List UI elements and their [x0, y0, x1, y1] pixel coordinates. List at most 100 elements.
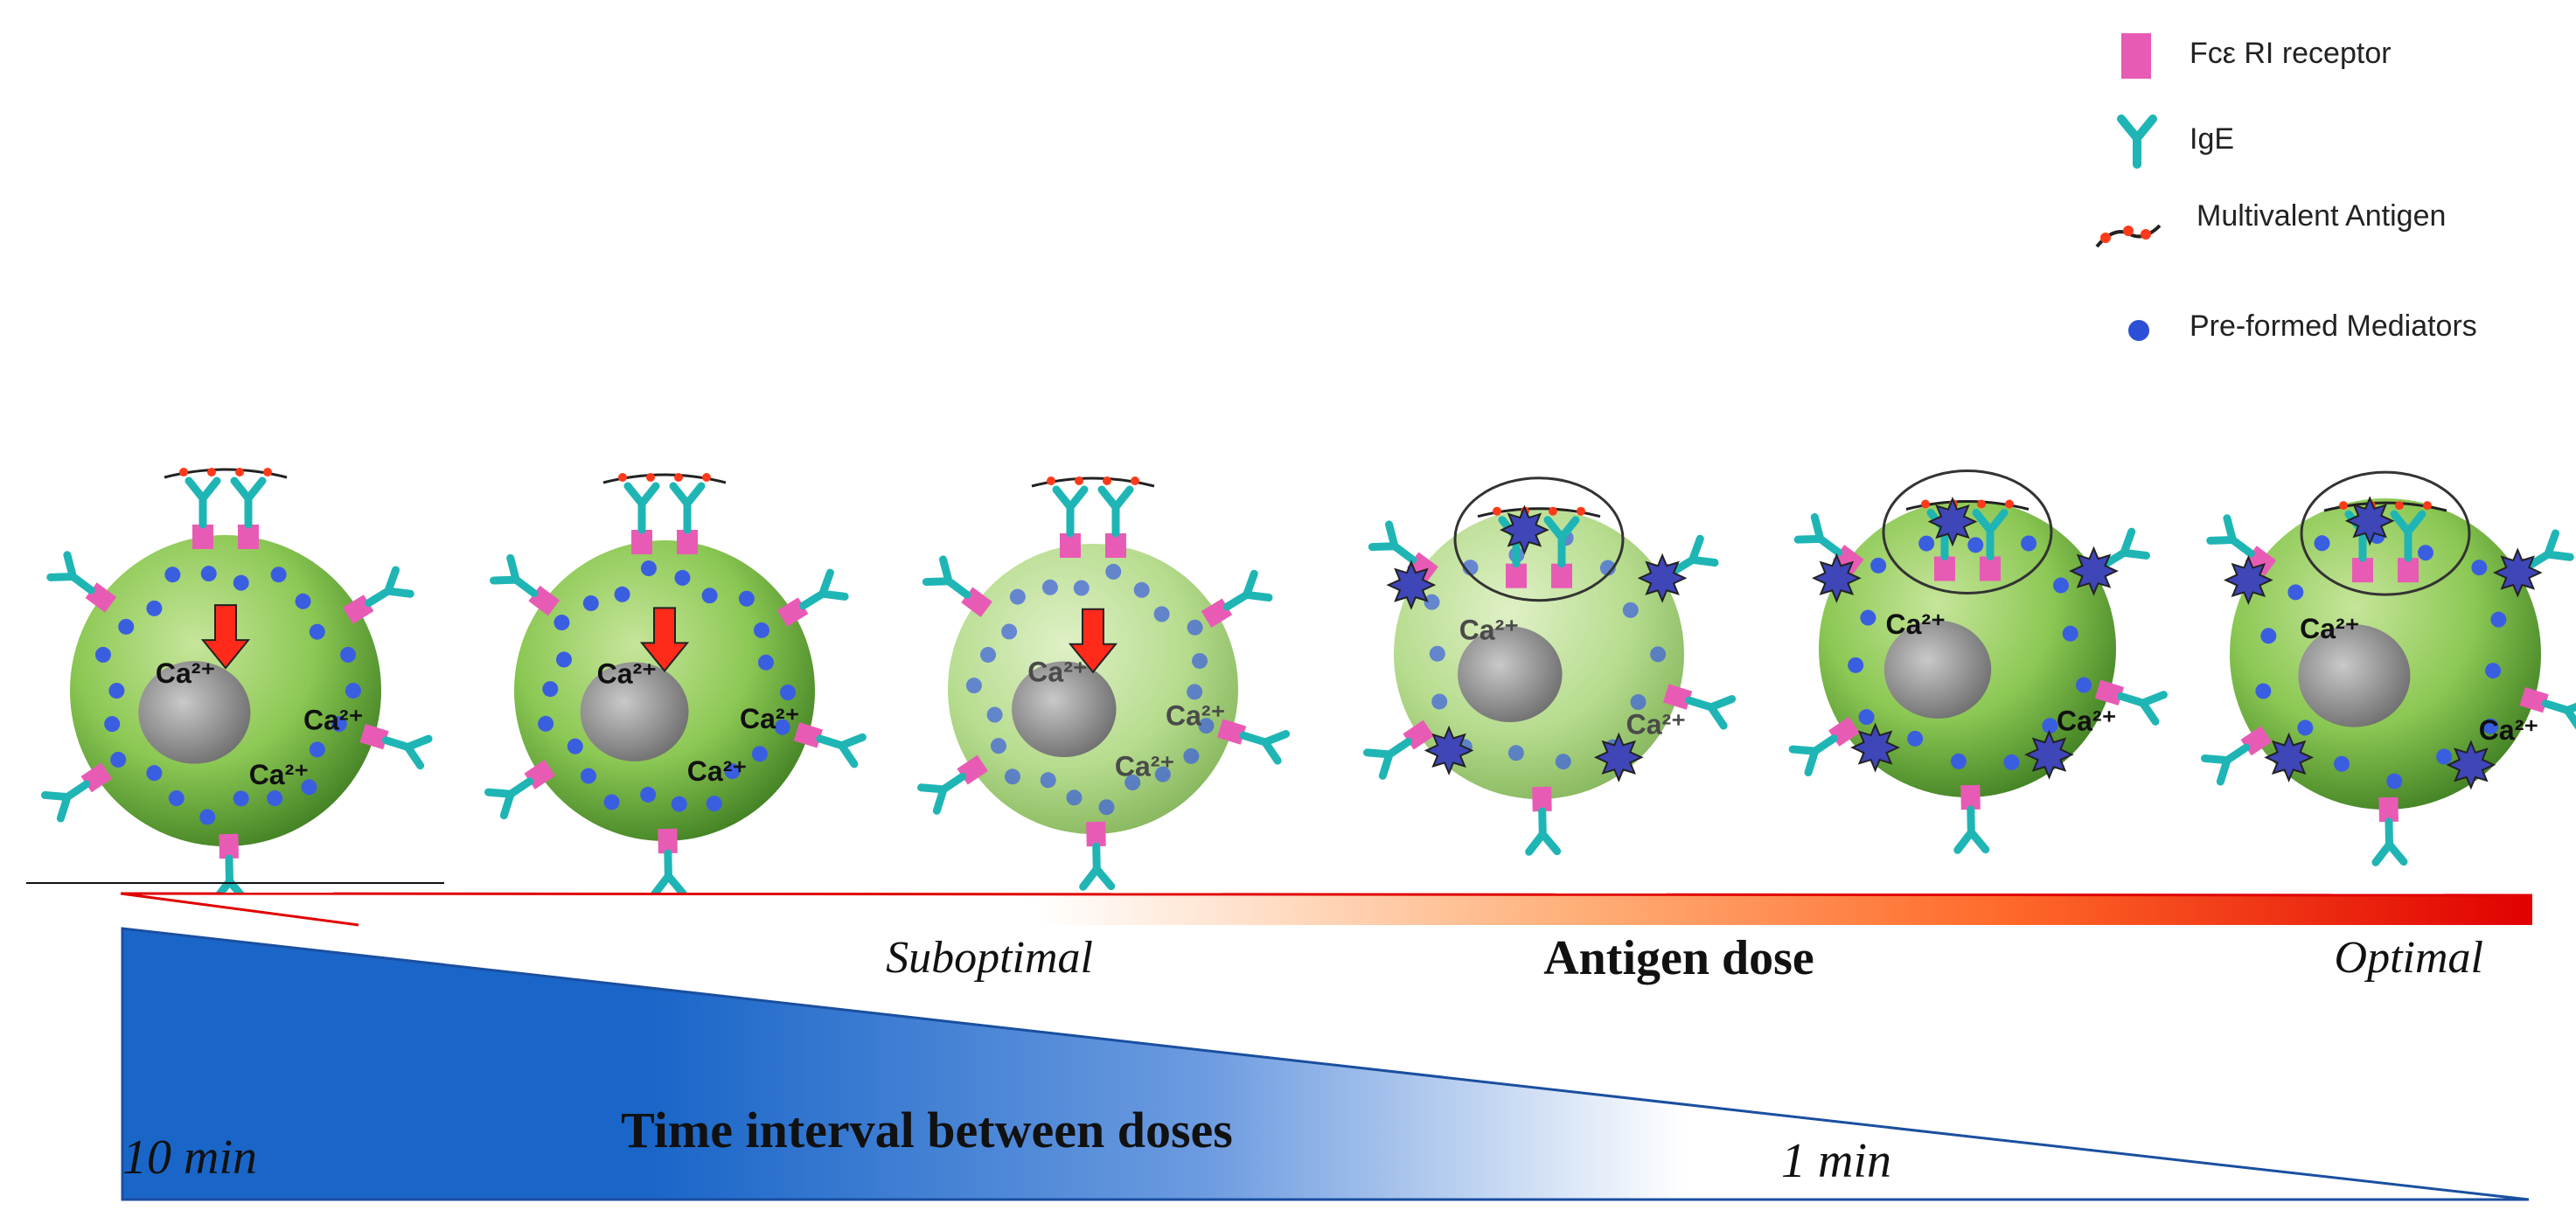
mediator-granule	[1918, 535, 1935, 552]
mediator-granule	[345, 683, 361, 699]
ige	[2524, 529, 2574, 571]
ige	[1793, 513, 1843, 557]
nucleus	[2298, 624, 2411, 727]
mediator-granule	[1073, 580, 1090, 596]
mediator-granule	[1860, 609, 1876, 626]
ige-receptor-pair	[1368, 520, 1438, 582]
ige	[2541, 698, 2576, 734]
ige	[1788, 734, 1838, 777]
nucleus	[580, 662, 689, 762]
mediator-granule	[965, 678, 982, 694]
mediator-granule	[2482, 718, 2499, 734]
ige-receptor-pair	[2371, 796, 2408, 866]
calcium-label: Ca²⁺	[303, 705, 363, 736]
ige	[1222, 569, 1273, 611]
mediator-granule	[706, 796, 722, 812]
ige	[46, 551, 95, 595]
calcium-label: Ca²⁺	[1115, 751, 1174, 782]
mediator-granule	[146, 600, 163, 616]
mediator-granule	[780, 685, 797, 701]
mast-cell-1: Ca²⁺Ca²⁺Ca²⁺	[41, 468, 433, 903]
mediator-granule	[1507, 745, 1524, 762]
ige-receptor-pair	[776, 568, 849, 627]
mediator-granule	[1967, 537, 1984, 553]
legend-receptor-label: Fcε RI receptor	[2190, 37, 2392, 70]
ige-receptor-pair	[1201, 569, 1273, 628]
mediator-granule	[751, 746, 768, 762]
mediator-granule	[1066, 789, 1083, 806]
mediator-granule	[980, 646, 997, 663]
degranulation-burst	[2346, 497, 2394, 545]
mast-cell-2: Ca²⁺Ca²⁺Ca²⁺	[484, 473, 867, 898]
ige	[484, 777, 534, 820]
antigen-dose-scale: Suboptimal Antigen dose Optimal	[26, 882, 2533, 985]
mediator-granule	[2287, 584, 2304, 601]
ige-receptor-pair	[343, 566, 414, 624]
ige	[365, 566, 414, 608]
mediator-granule	[542, 681, 559, 698]
mediator-granule	[553, 615, 570, 631]
mediator-granule	[580, 768, 596, 784]
legend-antigen-label: Multivalent Antigen	[2197, 199, 2446, 233]
ige-receptor-pair	[1953, 784, 1990, 854]
time-interval-wedge	[121, 927, 2530, 1201]
crosslinked-receptors	[2300, 470, 2471, 596]
crosslinked-receptors	[164, 468, 288, 549]
ige-receptor-pair	[46, 551, 117, 613]
ige-receptor-pair	[41, 762, 113, 823]
mast-cell-3: Ca²⁺Ca²⁺Ca²⁺	[916, 476, 1291, 891]
ige	[2117, 691, 2168, 726]
ige	[1953, 805, 1990, 854]
ige-receptor-pair	[1788, 716, 1860, 777]
mediator-granule	[1870, 557, 1887, 574]
ige-receptor-pair	[1079, 821, 1116, 891]
ige	[799, 568, 849, 610]
receptor	[1216, 719, 1247, 745]
mediator-granule	[295, 593, 311, 609]
ige	[1368, 520, 1417, 564]
mediator-granule	[110, 751, 127, 768]
crosslinked-receptors	[1031, 476, 1155, 558]
mediator-granule	[1153, 606, 1170, 622]
ige-receptor-pair	[490, 553, 560, 616]
nucleus	[1012, 661, 1117, 758]
mediator-granule	[2260, 628, 2277, 644]
nucleus	[138, 661, 251, 764]
crosslink-highlight	[2300, 470, 2471, 596]
ige	[2201, 743, 2251, 786]
mediator-granule	[1599, 560, 1616, 576]
mediator-granule	[1183, 748, 1200, 764]
nucleus	[1458, 626, 1563, 723]
crosslinked-receptors	[602, 473, 727, 554]
mediator-granule	[270, 567, 287, 583]
ige	[2371, 817, 2408, 866]
degranulation-burst	[1500, 506, 1549, 554]
mediator-granule	[701, 588, 718, 604]
dose-title: Antigen dose	[1543, 931, 1814, 985]
mediator-granule	[1040, 772, 1056, 789]
degranulation-burst	[2494, 548, 2542, 596]
mediator-granule	[200, 566, 217, 582]
mediator-granule	[331, 716, 347, 733]
mediator-granule	[118, 618, 135, 635]
degranulation-burst	[1387, 561, 1435, 609]
mediator-granule	[108, 683, 125, 699]
receptor	[1662, 684, 1693, 710]
degranulation-burst	[2224, 556, 2273, 604]
ige-receptor-pair	[1793, 513, 1864, 575]
mediator-granule	[146, 765, 163, 782]
receptor	[2378, 796, 2398, 823]
ige	[41, 780, 91, 823]
crosslink-highlight	[1453, 476, 1625, 602]
receptor	[359, 723, 389, 750]
mediator-granule	[2062, 625, 2078, 642]
mediator-granule	[2052, 577, 2069, 594]
ige-receptor-pair	[2094, 679, 2168, 726]
receptor	[2094, 679, 2125, 706]
mediator-granule	[1133, 581, 1150, 598]
mediator-granule	[757, 654, 774, 671]
mediator-granule	[753, 622, 769, 638]
mediator-granule	[340, 646, 357, 663]
degranulation-burst	[1851, 724, 1899, 772]
degranulation-burst	[2447, 741, 2495, 789]
